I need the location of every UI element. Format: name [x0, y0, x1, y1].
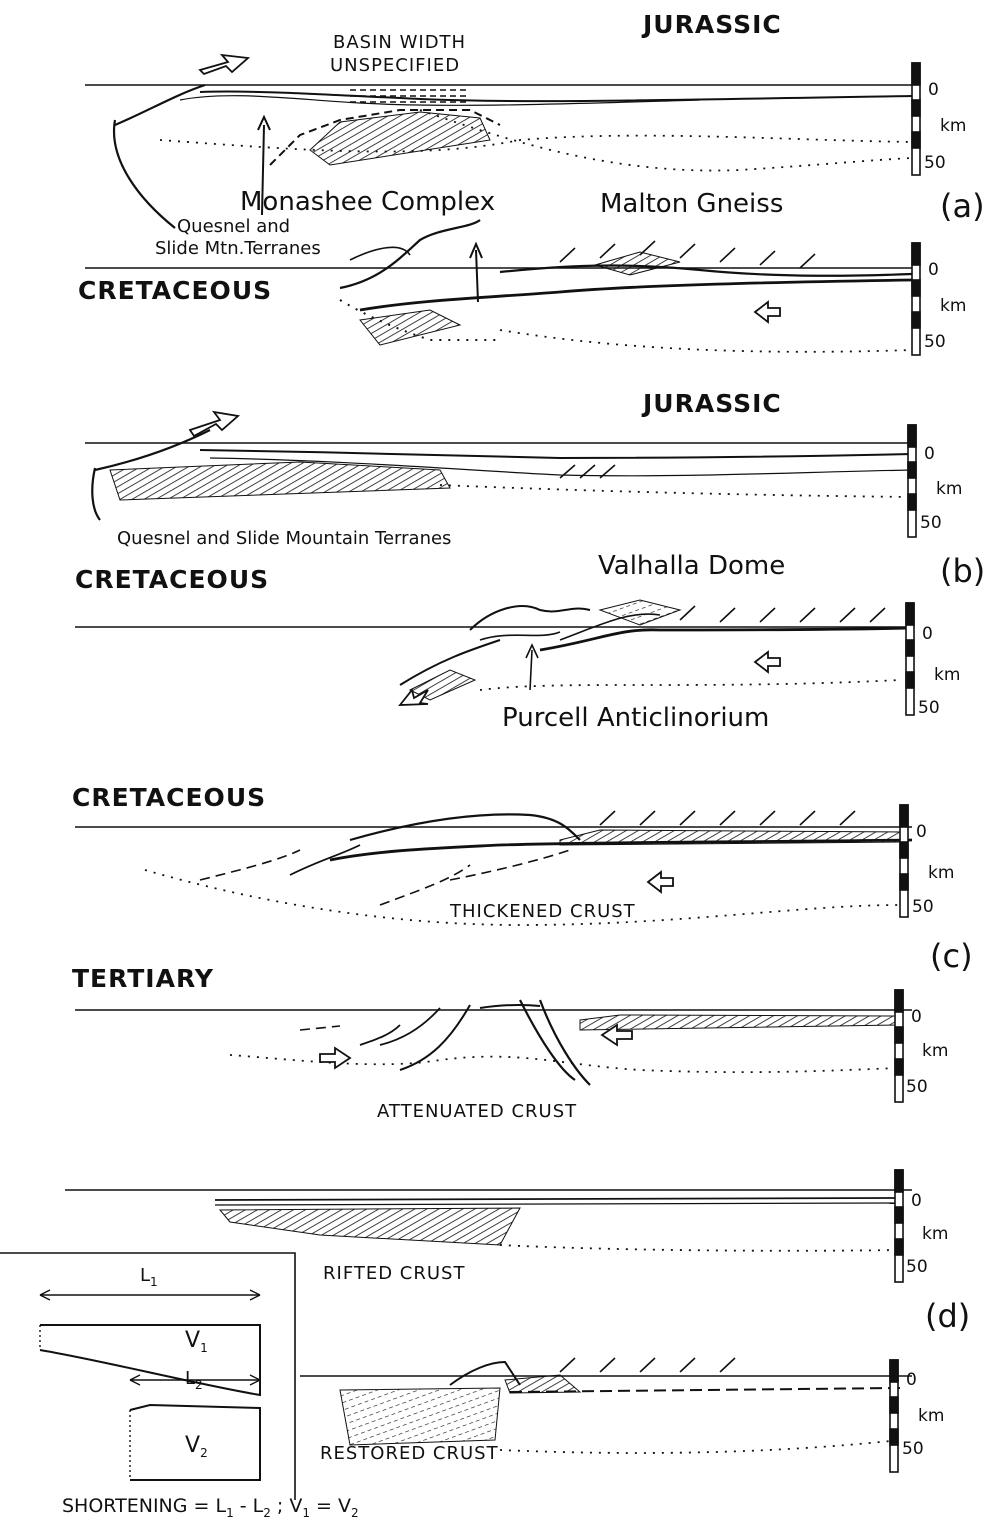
inset-v2-label: V2 — [185, 1435, 208, 1459]
rifted-crust-label: RIFTED CRUST — [323, 1265, 465, 1283]
period-label-cretaceous-b: CRETACEOUS — [75, 567, 269, 592]
quesnel-label-line2: Slide Mtn.Terranes — [155, 240, 321, 258]
panel-letter-d: (d) — [925, 1300, 970, 1332]
period-label-jurassic-b: JURASSIC — [643, 391, 782, 416]
scale-7-fifty: 50 — [906, 1259, 928, 1276]
purcell-anticlinorium-label: Purcell Anticlinorium — [502, 705, 769, 731]
basin-note-line2: UNSPECIFIED — [330, 57, 460, 75]
basin-note-line1: BASIN WIDTH — [333, 34, 466, 52]
shortening-formula: SHORTENING = L1 - L2 ; V1 = V2 — [62, 1497, 359, 1519]
attenuated-crust-label: ATTENUATED CRUST — [377, 1103, 577, 1121]
scale-bar-6 — [895, 990, 903, 1102]
scale-bar-5 — [900, 805, 908, 917]
quesnel-label-line1: Quesnel and — [177, 218, 290, 236]
thickened-crust-label: THICKENED CRUST — [450, 903, 636, 921]
section-c-tertiary — [75, 1000, 912, 1085]
scale-bar-2 — [912, 243, 920, 355]
scale-1-fifty: 50 — [924, 155, 946, 172]
malton-gneiss-label: Malton Gneiss — [600, 191, 783, 217]
scale-5-zero: 0 — [916, 824, 927, 841]
panel-letter-b: (b) — [940, 555, 985, 587]
scale-4-unit: km — [934, 667, 960, 684]
scale-2-fifty: 50 — [924, 334, 946, 351]
restored-crust-label: RESTORED CRUST — [320, 1445, 499, 1463]
scale-bar-4 — [906, 603, 914, 715]
scale-7-unit: km — [922, 1226, 948, 1243]
quesnel-slide-mountain-label: Quesnel and Slide Mountain Terranes — [117, 530, 451, 548]
scale-5-unit: km — [928, 865, 954, 882]
scale-1-zero: 0 — [928, 82, 939, 99]
scale-bar-7 — [895, 1170, 903, 1282]
scale-6-zero: 0 — [911, 1009, 922, 1026]
section-d-rifted — [65, 1190, 912, 1251]
scale-bar-3 — [908, 425, 916, 537]
period-label-tertiary-c: TERTIARY — [72, 966, 214, 991]
scale-6-fifty: 50 — [906, 1079, 928, 1096]
section-b-jurassic — [85, 412, 912, 520]
valhalla-dome-label: Valhalla Dome — [598, 553, 785, 579]
inset-l1-label: L1 — [140, 1267, 158, 1288]
scale-bar-8 — [890, 1360, 898, 1472]
section-b-cretaceous — [75, 600, 912, 705]
period-label-jurassic-a: JURASSIC — [643, 12, 782, 37]
scale-4-zero: 0 — [922, 626, 933, 643]
scale-3-unit: km — [936, 481, 962, 498]
section-a-jurassic — [85, 55, 912, 228]
monashee-complex-label: Monashee Complex — [240, 189, 495, 215]
inset-v1-label: V1 — [185, 1330, 208, 1354]
scale-4-fifty: 50 — [918, 700, 940, 717]
panel-letter-a: (a) — [940, 190, 985, 222]
panel-letter-c: (c) — [930, 940, 973, 972]
section-d-restored — [300, 1358, 912, 1453]
scale-3-fifty: 50 — [920, 515, 942, 532]
period-label-cretaceous-a: CRETACEOUS — [78, 278, 272, 303]
inset-l2-label: L2 — [185, 1370, 203, 1391]
scale-2-zero: 0 — [928, 262, 939, 279]
scale-2-unit: km — [940, 298, 966, 315]
scale-8-zero: 0 — [906, 1372, 917, 1389]
scale-8-unit: km — [918, 1408, 944, 1425]
scale-8-fifty: 50 — [902, 1441, 924, 1458]
scale-5-fifty: 50 — [912, 899, 934, 916]
scale-1-unit: km — [940, 118, 966, 135]
shortening-inset — [0, 1253, 295, 1500]
scale-3-zero: 0 — [924, 446, 935, 463]
period-label-cretaceous-c: CRETACEOUS — [72, 785, 266, 810]
scale-6-unit: km — [922, 1043, 948, 1060]
scale-bar-1 — [912, 63, 920, 175]
scale-7-zero: 0 — [911, 1193, 922, 1210]
